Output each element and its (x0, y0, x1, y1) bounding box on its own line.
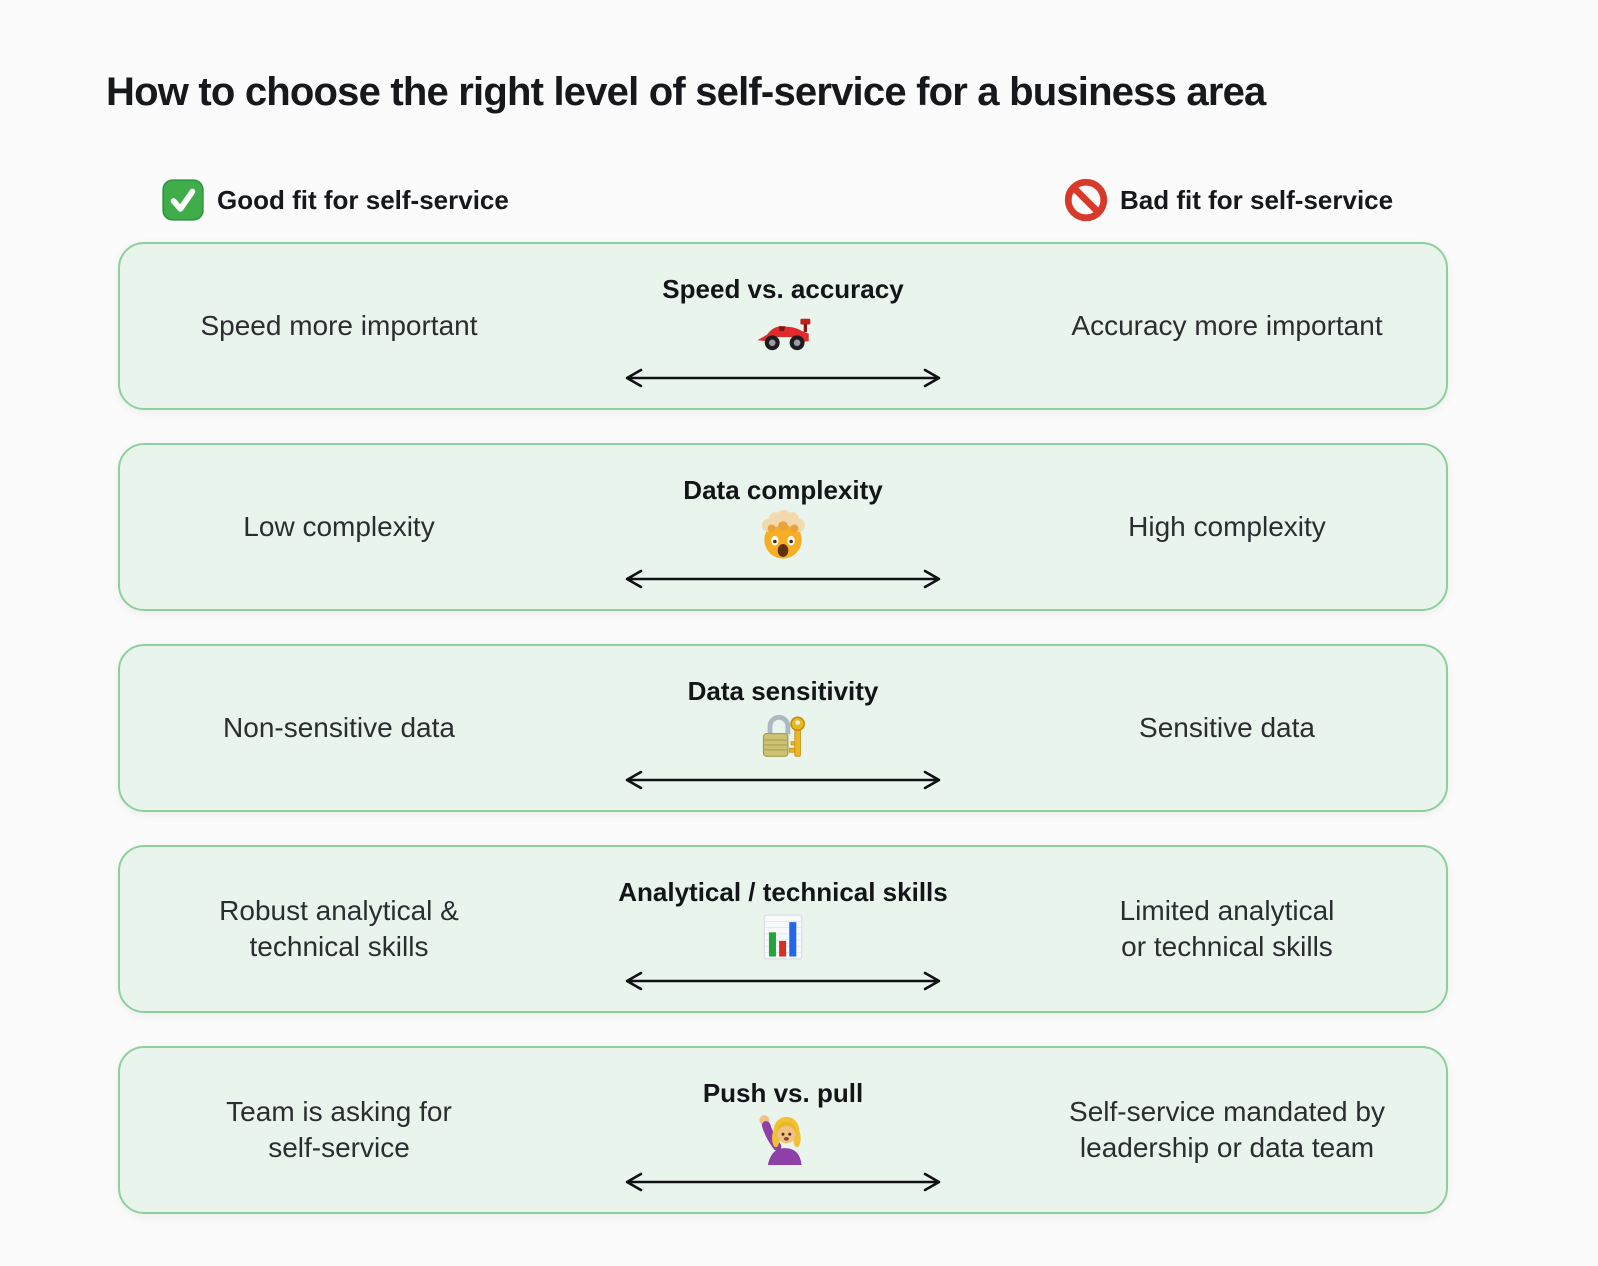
bad-fit-text: Self-service mandated by leadership or d… (1069, 1096, 1385, 1163)
double-arrow-icon (617, 970, 949, 992)
criterion-title: Data sensitivity (687, 675, 879, 706)
good-fit-text: Speed more important (200, 310, 478, 342)
good-fit-text: Robust analytical & technical skills (219, 895, 459, 962)
locked-with-key-icon (757, 708, 809, 764)
page-title: How to choose the right level of self-se… (106, 70, 1266, 114)
row-push-vs-pull: Team is asking for self-service Push vs.… (118, 1046, 1448, 1214)
legend-bad-label: Bad fit for self-service (1120, 184, 1394, 215)
legend-good-label: Good fit for self-service (217, 184, 509, 215)
double-arrow-icon (617, 769, 949, 791)
criterion-title: Data complexity (683, 474, 883, 505)
legend-bad-fit: Bad fit for self-service (1063, 174, 1393, 226)
double-arrow-icon (617, 367, 949, 389)
double-arrow-icon (617, 568, 949, 590)
check-mark-icon (160, 177, 206, 223)
row-data-sensitivity: Non-sensitive data Data sensitivity (118, 644, 1448, 812)
bad-fit-text: Limited analytical or technical skills (1119, 895, 1335, 962)
racing-car-icon (754, 306, 812, 362)
criterion-center: Data sensitivity (558, 665, 1008, 792)
double-arrow-icon (617, 1171, 949, 1193)
bar-chart-icon (758, 909, 808, 965)
bad-fit-text: Accuracy more important (1071, 310, 1383, 342)
row-analytical-skills: Robust analytical & technical skills Ana… (118, 845, 1448, 1013)
prohibited-icon (1063, 177, 1109, 223)
criterion-title: Speed vs. accuracy (662, 273, 904, 304)
criteria-rows: Speed more important Speed vs. accuracy (118, 242, 1448, 1214)
bad-fit-text: Sensitive data (1139, 712, 1315, 744)
row-data-complexity: Low complexity Data complexity (118, 443, 1448, 611)
legend-good-fit: Good fit for self-service (160, 174, 509, 226)
criterion-title: Analytical / technical skills (618, 876, 948, 907)
good-fit-text: Team is asking for self-service (226, 1096, 452, 1163)
bad-fit-text: High complexity (1128, 511, 1326, 543)
criterion-title: Push vs. pull (702, 1077, 864, 1108)
criterion-center: Analytical / technical skills (558, 866, 1008, 993)
woman-raising-hand-icon (756, 1110, 810, 1166)
criterion-center: Data complexity (558, 464, 1008, 591)
criterion-center: Push vs. pull (558, 1067, 1008, 1194)
good-fit-text: Low complexity (243, 511, 435, 543)
exploding-head-icon (757, 507, 809, 563)
good-fit-text: Non-sensitive data (223, 712, 455, 744)
row-speed-vs-accuracy: Speed more important Speed vs. accuracy (118, 242, 1448, 410)
criterion-center: Speed vs. accuracy (558, 263, 1008, 390)
